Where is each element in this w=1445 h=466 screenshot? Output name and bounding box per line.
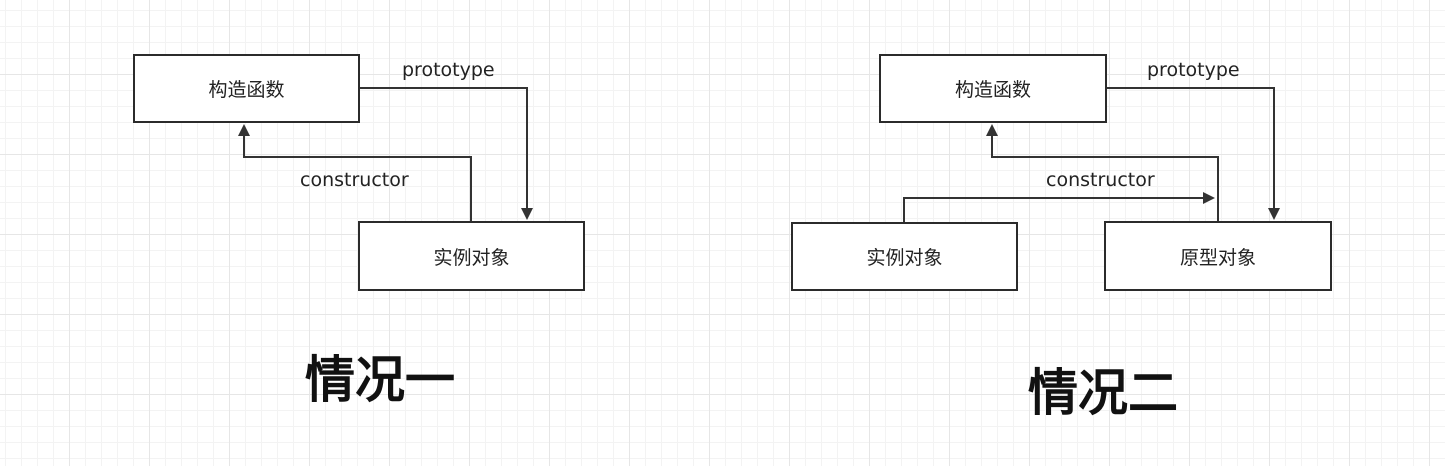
case2-prototype-label: prototype: [1147, 59, 1240, 81]
case1-constructor-function-label: 构造函数: [208, 79, 285, 101]
case2-constructor-arrow: [986, 124, 1219, 222]
case1-instance-label: 实例对象: [433, 246, 510, 269]
case2-instance-box: 实例对象: [791, 222, 1018, 291]
case2-constructor-label: constructor: [1046, 169, 1155, 191]
case1-constructor-function-box: 构造函数: [133, 54, 360, 123]
case2-title: 情况二: [1028, 364, 1178, 422]
case2-prototype-object-label: 原型对象: [1179, 246, 1256, 269]
case1-instance-box: 实例对象: [358, 221, 585, 291]
case2-instance-label: 实例对象: [866, 247, 943, 269]
case2-prototype-arrow: [1106, 87, 1280, 220]
case2-prototype-object-box: 原型对象: [1104, 221, 1332, 291]
case1-prototype-label: prototype: [402, 59, 495, 81]
case1-constructor-label: constructor: [300, 169, 409, 191]
case2-constructor-function-label: 构造函数: [954, 79, 1031, 101]
case1-prototype-arrow: [359, 87, 533, 220]
case2-instance-proto-arrow: [903, 192, 1215, 222]
case2-constructor-function-box: 构造函数: [879, 54, 1107, 123]
case1-constructor-arrow: [238, 124, 472, 222]
case1-title: 情况一: [305, 351, 455, 409]
